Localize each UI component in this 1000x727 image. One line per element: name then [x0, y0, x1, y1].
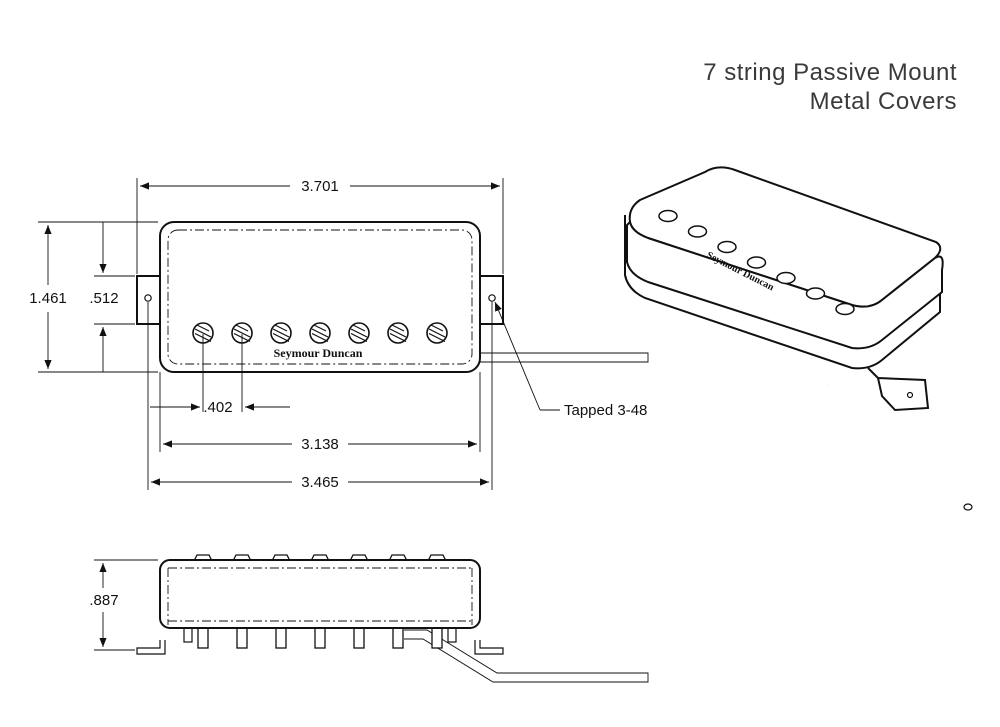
pole-screw — [231, 322, 253, 344]
iso-pole-hole — [805, 287, 826, 300]
title-line-1: 7 string Passive Mount — [703, 59, 957, 86]
pole-screw — [192, 322, 214, 344]
pole-screw — [426, 322, 448, 344]
dim-pole-spacing: .402 — [203, 399, 232, 416]
pole-leg — [197, 625, 209, 649]
dim-cover-length: 3.138 — [301, 436, 339, 453]
callout-tapped: Tapped 3-48 — [564, 402, 647, 419]
brand-label: Seymour Duncan — [274, 346, 363, 360]
iso-pole-hole — [835, 302, 855, 316]
iso-pole-hole — [746, 256, 767, 269]
right-mount-ear — [480, 275, 504, 325]
right-mount-hole — [488, 294, 496, 302]
iso-pole-hole — [717, 240, 737, 254]
isometric-view: Seymour Duncan — [624, 166, 973, 511]
dim-depth: .887 — [89, 592, 118, 609]
pole-leg — [353, 625, 365, 649]
pole-screw — [270, 322, 292, 344]
pole-screws — [192, 322, 448, 344]
dim-overall-length: 3.701 — [301, 178, 339, 195]
left-mount-hole — [144, 294, 152, 302]
pole-screw — [348, 322, 370, 344]
right-foot — [474, 640, 504, 655]
cover-hidden-edge — [167, 229, 473, 365]
top-view: Seymour Duncan — [136, 221, 649, 373]
iso-mount-ear — [867, 367, 930, 412]
title-line-2: Metal Covers — [810, 88, 957, 115]
pole-screw — [387, 322, 409, 344]
dimension-lines: 3.701 1.461 .512 .402 3.138 3.465 — [29, 178, 647, 491]
left-foot — [136, 640, 166, 655]
iso-pole-hole — [658, 209, 678, 223]
side-cover — [159, 559, 481, 629]
lead-wire — [478, 352, 649, 363]
pole-legs — [183, 625, 457, 649]
dim-mount-spacing: .512 — [89, 290, 118, 307]
pole-leg — [431, 625, 443, 649]
dim-height: 1.461 — [29, 290, 67, 307]
iso-pole-holes — [658, 209, 855, 316]
left-mount-ear — [136, 275, 160, 325]
pole-leg — [392, 625, 404, 649]
pole-leg — [314, 625, 326, 649]
iso-cover-front — [626, 219, 944, 350]
side-view: .887 — [89, 554, 649, 683]
pole-screw — [309, 322, 331, 344]
pole-leg — [275, 625, 287, 649]
iso-pole-hole — [687, 225, 708, 238]
dim-mount-hole-spacing: 3.465 — [301, 474, 339, 491]
iso-pole-hole — [776, 271, 796, 285]
pole-leg — [236, 625, 248, 649]
